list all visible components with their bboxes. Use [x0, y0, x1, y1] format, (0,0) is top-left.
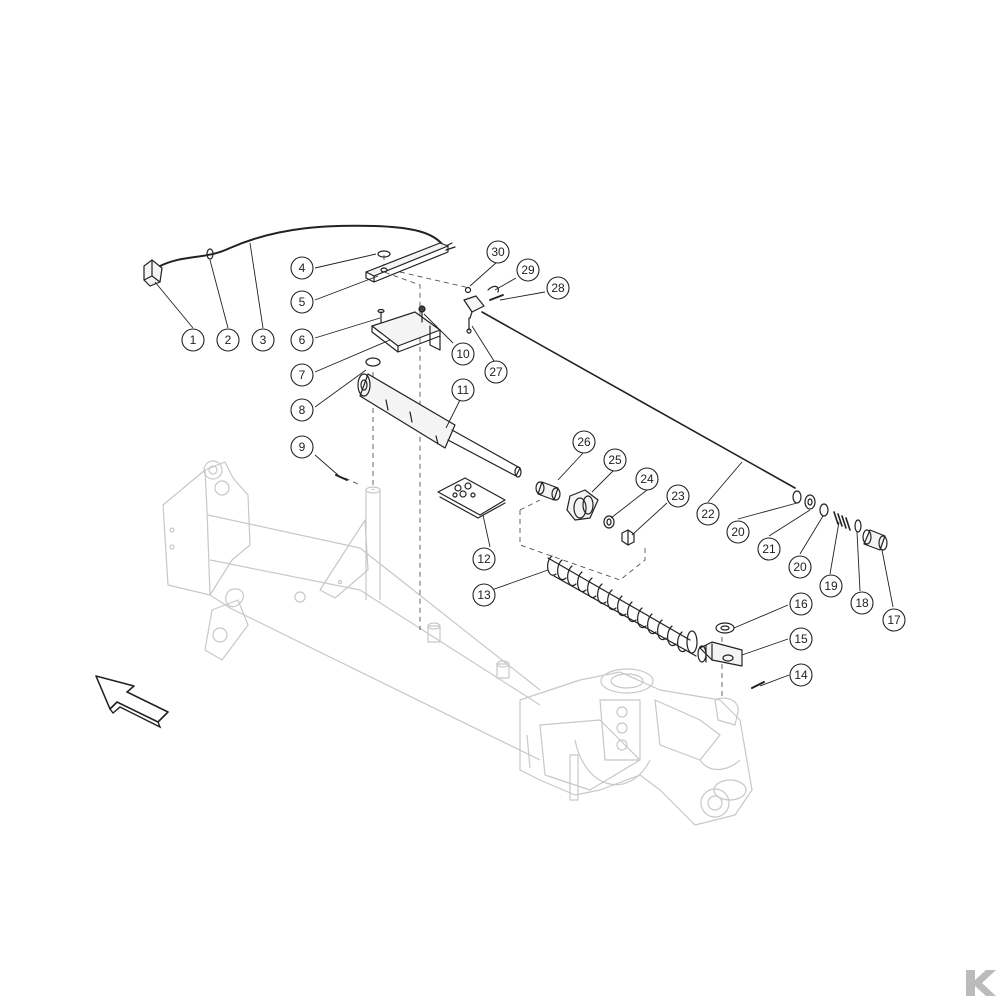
- callout-2: 2: [216, 328, 240, 352]
- callout-21: 21: [757, 537, 781, 561]
- svg-text:23: 23: [671, 489, 685, 503]
- svg-text:20: 20: [731, 525, 745, 539]
- svg-text:19: 19: [824, 579, 838, 593]
- callout-10: 10: [451, 342, 475, 366]
- callout-15: 15: [789, 627, 813, 651]
- svg-text:27: 27: [489, 365, 503, 379]
- callout-4: 4: [290, 256, 314, 280]
- callout-30: 30: [486, 240, 510, 264]
- callout-9: 9: [290, 435, 314, 459]
- svg-text:13: 13: [477, 588, 491, 602]
- callout-3: 3: [251, 328, 275, 352]
- callout-16: 16: [789, 592, 813, 616]
- svg-text:18: 18: [855, 596, 869, 610]
- brand-logo-icon: [966, 970, 996, 996]
- callout-24: 24: [635, 467, 659, 491]
- part-12-decal: [437, 477, 506, 519]
- callout-13: 13: [472, 583, 496, 607]
- svg-text:4: 4: [299, 261, 306, 275]
- svg-text:22: 22: [701, 507, 715, 521]
- part-25-bushing: [566, 489, 599, 521]
- svg-text:3: 3: [260, 333, 267, 347]
- part-24-washer: [603, 515, 615, 529]
- part-22-rod: [481, 311, 796, 489]
- callout-7: 7: [290, 363, 314, 387]
- svg-text:25: 25: [608, 453, 622, 467]
- part-10-bolt: [418, 305, 426, 323]
- part-15-clevis: [697, 641, 743, 667]
- part-5-lever: [365, 242, 449, 283]
- part-21-washer: [804, 494, 816, 510]
- part-28-pin: [489, 294, 504, 301]
- callout-12: 12: [472, 547, 496, 571]
- callout-20a: 20: [788, 555, 812, 579]
- svg-text:6: 6: [299, 333, 306, 347]
- callout-5: 5: [290, 290, 314, 314]
- part-2-ring: [206, 248, 214, 260]
- callout-27: 27: [484, 360, 508, 384]
- svg-text:29: 29: [521, 263, 535, 277]
- part-3-cable: [159, 224, 445, 267]
- svg-text:12: 12: [477, 552, 491, 566]
- svg-text:15: 15: [794, 632, 808, 646]
- part-4-washer: [377, 250, 391, 258]
- svg-text:5: 5: [299, 295, 306, 309]
- callout-1: 1: [181, 328, 205, 352]
- svg-text:16: 16: [794, 597, 808, 611]
- leader-lines: [154, 242, 894, 687]
- part-11-cylinder: [357, 373, 522, 478]
- svg-text:26: 26: [577, 435, 591, 449]
- svg-text:7: 7: [299, 368, 306, 382]
- callout-22: 22: [696, 502, 720, 526]
- part-14-pin: [751, 681, 765, 689]
- svg-text:2: 2: [225, 333, 232, 347]
- svg-text:28: 28: [551, 281, 565, 295]
- callout-20b: 20: [726, 520, 750, 544]
- part-23-nut: [621, 529, 635, 546]
- svg-text:20: 20: [793, 560, 807, 574]
- callout-14: 14: [789, 663, 813, 687]
- callout-8: 8: [290, 398, 314, 422]
- callout-11: 11: [451, 378, 475, 402]
- svg-text:11: 11: [457, 383, 470, 397]
- svg-text:17: 17: [887, 613, 901, 627]
- part-18-ring: [854, 519, 862, 533]
- callout-23: 23: [666, 484, 690, 508]
- callout-25: 25: [603, 448, 627, 472]
- svg-text:8: 8: [299, 403, 306, 417]
- callout-26: 26: [572, 430, 596, 454]
- callout-labels: 1 2 3 4 5 6 7 8 9 10 11 12 13 14 15 16 1…: [181, 240, 906, 687]
- svg-text:30: 30: [491, 245, 505, 259]
- svg-text:9: 9: [299, 440, 306, 454]
- part-17-grip: [862, 529, 888, 551]
- arrow-icon: [95, 675, 169, 729]
- part-9-pin: [335, 474, 348, 481]
- part-27-bolt: [466, 317, 472, 334]
- part-8-washer: [365, 357, 381, 367]
- part-29-clip: [487, 285, 499, 293]
- part-13-spring: [547, 555, 698, 657]
- mower-frame-outline: [162, 460, 753, 826]
- svg-text:24: 24: [640, 472, 654, 486]
- part-1-handle: [143, 259, 163, 287]
- svg-text:1: 1: [190, 333, 197, 347]
- part-7-bracket: [371, 311, 441, 353]
- callout-17: 17: [882, 608, 906, 632]
- part-20-washer-a: [792, 490, 802, 504]
- svg-text:10: 10: [456, 347, 470, 361]
- callout-6: 6: [290, 328, 314, 352]
- part-30-nut: [463, 286, 485, 319]
- callout-28: 28: [546, 276, 570, 300]
- callout-18: 18: [850, 591, 874, 615]
- part-16-washer: [715, 622, 735, 634]
- callout-29: 29: [516, 258, 540, 282]
- svg-text:21: 21: [762, 542, 776, 556]
- part-26-sleeve: [535, 481, 561, 501]
- svg-text:14: 14: [794, 668, 808, 682]
- part-19-spring: [833, 511, 851, 531]
- callout-19: 19: [819, 574, 843, 598]
- part-20-washer-b: [819, 503, 829, 517]
